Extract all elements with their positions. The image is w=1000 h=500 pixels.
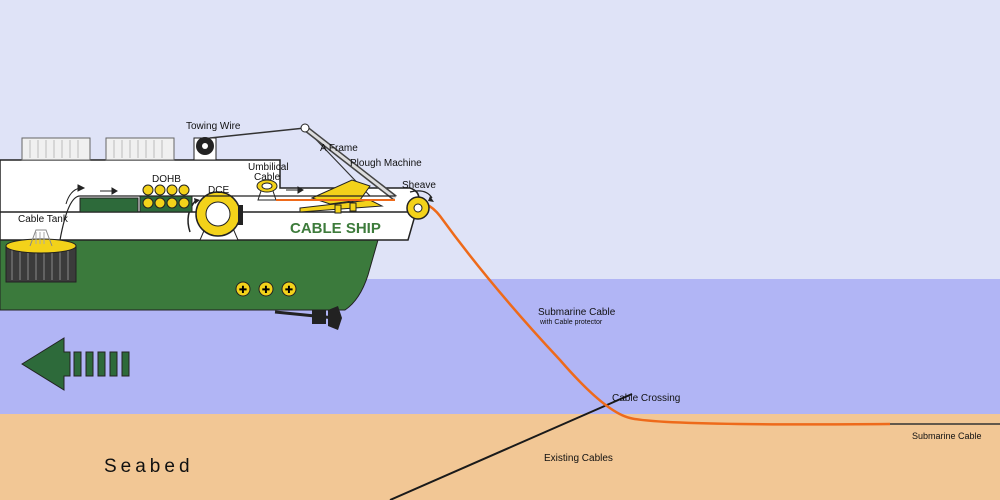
- linear-cable-engine: [79, 197, 139, 213]
- existing-cable-line: [389, 393, 633, 500]
- submarine-cable-sublabel: with Cable protector: [539, 319, 603, 326]
- a-frame-label: A Frame: [320, 143, 358, 154]
- dohb-wheels: [139, 184, 193, 213]
- umbilical-label-line2: Cable: [254, 172, 281, 183]
- cable-tank: [5, 229, 77, 283]
- plough-machine-label: Plough Machine: [350, 158, 422, 169]
- deck-cable-path: [59, 195, 395, 241]
- thruster-icons: ✚ ✚ ✚: [235, 281, 297, 297]
- a-frame: [300, 123, 397, 201]
- submarine-cable-right-label: Submarine Cable: [912, 431, 982, 441]
- cable-ship-label: CABLE SHIP: [290, 220, 381, 237]
- umbilical-label-line1: Umbilical: [248, 162, 289, 173]
- plough-machine: [299, 179, 384, 214]
- rotate-arrow-icon: [187, 199, 197, 233]
- submarine-cable-label: Submarine Cable: [538, 307, 616, 318]
- dohb-label: DOHB: [152, 174, 181, 185]
- dce-label: DCE: [208, 185, 229, 196]
- towing-wire-line: [209, 127, 306, 139]
- sheave-label: Sheave: [402, 180, 436, 191]
- cable-tank-label: Cable Tank: [18, 214, 69, 225]
- left-arrow-icon: [21, 337, 130, 391]
- cable-crossing-label: Cable Crossing: [612, 393, 680, 404]
- svg-text:✚: ✚: [262, 285, 270, 296]
- towing-wire-pulley: [193, 137, 217, 161]
- seabed-label: Seabed: [104, 456, 194, 477]
- seabed: [0, 414, 1000, 500]
- svg-text:✚: ✚: [239, 285, 247, 296]
- dce-drum: [187, 191, 243, 241]
- svg-text:✚: ✚: [285, 285, 293, 296]
- flow-arrows: [65, 184, 304, 205]
- towing-wire-label: Towing Wire: [186, 121, 241, 132]
- existing-cables-label: Existing Cables: [544, 453, 613, 464]
- deck-containers: [21, 137, 175, 161]
- submarine-cable-line: [394, 198, 891, 426]
- propeller-icon: [274, 306, 342, 330]
- sheave: [406, 190, 434, 220]
- umbilical-cable-reel: [256, 179, 278, 201]
